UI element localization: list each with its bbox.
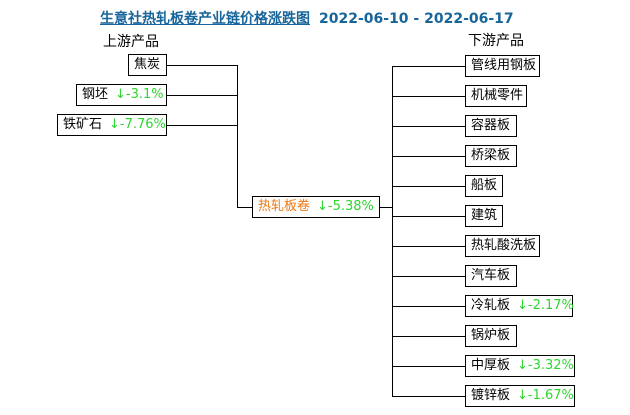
upstream-node-steel-billet: 钢坯 ↓-3.1%	[76, 84, 167, 106]
center-node-hot-rolled-coil: 热轧板卷 ↓-5.38%	[252, 196, 380, 218]
node-label: 锅炉板	[471, 328, 511, 343]
connector	[392, 246, 469, 247]
node-label: 焦炭	[134, 57, 161, 72]
downstream-node-auto-plate: 汽车板	[465, 265, 517, 287]
node-label: 镀锌板	[471, 388, 511, 403]
downstream-node-medium-plate: 中厚板 ↓-3.32%	[465, 355, 575, 377]
connector	[392, 126, 469, 127]
connector	[392, 186, 469, 187]
connector	[237, 207, 257, 208]
node-change: ↓-5.38%	[317, 199, 374, 214]
node-label: 中厚板	[471, 358, 511, 373]
connector	[392, 96, 469, 97]
connector	[392, 276, 469, 277]
connector	[392, 156, 469, 157]
downstream-node-pipeline-steel-plate: 管线用钢板	[465, 55, 540, 77]
node-label: 热轧酸洗板	[471, 238, 537, 253]
downstream-node-cold-rolled-plate: 冷轧板 ↓-2.17%	[465, 295, 574, 317]
upstream-header: 上游产品	[103, 34, 159, 50]
node-label: 建筑	[471, 208, 498, 223]
node-label: 管线用钢板	[471, 58, 537, 73]
downstream-node-hr-pickled-plate: 热轧酸洗板	[465, 235, 540, 257]
downstream-node-boiler-plate: 锅炉板	[465, 325, 517, 347]
connector	[392, 66, 393, 397]
downstream-node-ship-plate: 船板	[465, 175, 503, 197]
connector	[166, 65, 237, 66]
node-label: 铁矿石	[63, 117, 103, 132]
node-change: ↓-3.32%	[517, 358, 574, 373]
downstream-node-construction: 建筑	[465, 205, 503, 227]
upstream-node-iron-ore: 铁矿石 ↓-7.76%	[57, 114, 167, 136]
node-label: 桥梁板	[471, 148, 511, 163]
node-change: ↓-3.1%	[115, 87, 164, 102]
node-change: ↓-1.67%	[517, 388, 574, 403]
node-label: 钢坯	[82, 87, 109, 102]
upstream-node-coke: 焦炭	[128, 54, 167, 76]
downstream-node-bridge-plate: 桥梁板	[465, 145, 517, 167]
connector	[166, 95, 237, 96]
downstream-node-machinery-parts: 机械零件	[465, 85, 527, 107]
connector	[374, 207, 392, 208]
node-label: 汽车板	[471, 268, 511, 283]
connector	[166, 125, 237, 126]
node-label: 机械零件	[471, 88, 524, 103]
connector	[392, 66, 469, 67]
connector	[392, 366, 469, 367]
downstream-node-container-plate: 容器板	[465, 115, 517, 137]
node-label: 船板	[471, 178, 498, 193]
page-title: 生意社热轧板卷产业链价格涨跌图 2022-06-10 - 2022-06-17	[100, 8, 514, 28]
downstream-header: 下游产品	[468, 33, 524, 49]
connector	[392, 396, 469, 397]
node-label: 容器板	[471, 118, 511, 133]
downstream-node-galvanized-plate: 镀锌板 ↓-1.67%	[465, 385, 575, 407]
node-change: ↓-2.17%	[517, 298, 574, 313]
title-link[interactable]: 生意社热轧板卷产业链价格涨跌图	[100, 11, 310, 27]
title-date-range: 2022-06-10 - 2022-06-17	[319, 11, 514, 27]
connector	[392, 336, 469, 337]
connector	[392, 216, 469, 217]
node-change: ↓-7.76%	[109, 117, 166, 132]
node-label: 冷轧板	[471, 298, 511, 313]
node-label: 热轧板卷	[258, 199, 311, 214]
connector	[392, 306, 469, 307]
connector	[237, 65, 238, 208]
